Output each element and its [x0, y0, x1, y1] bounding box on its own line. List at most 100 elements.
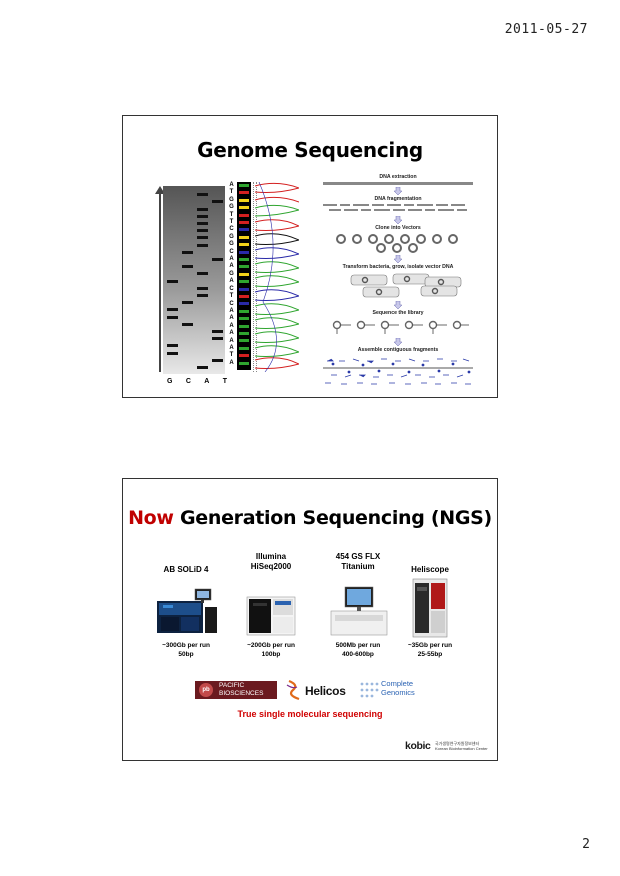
base-letter: A [229, 182, 234, 188]
platform-spec: ~200Gb per run 100bp [236, 641, 306, 659]
base-letter: T [229, 352, 234, 359]
base-letter: A [229, 337, 234, 344]
base-letter: G [229, 233, 234, 240]
platform-spec: 500Mb per run 400-600bp [323, 641, 393, 659]
gel-band [167, 279, 178, 283]
platform-throughput: ~200Gb per run [247, 642, 295, 649]
platform-spec: ~300Gb per run 50bp [151, 641, 221, 659]
read-band [239, 354, 249, 358]
page-number: 2 [582, 837, 590, 852]
read-band [239, 339, 249, 343]
base-letter: A [229, 256, 234, 263]
gsflx-instrument-image [330, 586, 388, 636]
read-band [239, 302, 249, 306]
gel-band [182, 265, 193, 269]
platform-read-length: 25-55bp [417, 651, 443, 658]
read-band [239, 206, 249, 210]
down-arrow-icon [394, 187, 402, 195]
gel-band [197, 222, 208, 225]
read-band [239, 317, 249, 321]
helicos-logo: Helicos [283, 679, 355, 701]
gel-band [182, 250, 193, 254]
base-letter: T [229, 211, 234, 218]
base-letter: A [229, 263, 234, 270]
solid-instrument-image [157, 588, 217, 633]
platform-read-length: 100bp [261, 651, 281, 658]
gel-lane-label: T [222, 378, 227, 385]
gel-band [212, 358, 223, 362]
logo-text: kobic [405, 740, 431, 752]
slide-title: Now Generation Sequencing (NGS) [123, 507, 497, 529]
platform-name-line: 454 GS FLX [335, 552, 381, 561]
read-band [239, 361, 249, 365]
read-band [239, 191, 249, 195]
base-letter: C [229, 300, 234, 307]
gel-band [167, 315, 178, 319]
read-band [239, 258, 249, 261]
read-band [239, 272, 249, 276]
sequencing-gel [163, 186, 225, 374]
down-arrow-icon [394, 301, 402, 309]
gel-band [197, 207, 208, 211]
logo-subtext-line: 국가생명연구자원정보센터 [435, 741, 480, 746]
platform-name: Heliscope [411, 565, 449, 574]
platform-spec: ~35Gb per run 25-55bp [395, 641, 465, 659]
base-letter: T [229, 293, 234, 300]
gel-band [212, 200, 223, 204]
gel-band [167, 308, 178, 312]
platform-throughput: ~35Gb per run [407, 642, 453, 649]
base-letter: G [229, 196, 234, 203]
logo-subtext: 국가생명연구자원정보센터 Korean Bioinformation Cente… [435, 741, 488, 751]
workflow-step: DNA fragmentation [374, 196, 422, 202]
read-band [239, 184, 249, 187]
base-letter: C [229, 226, 234, 233]
down-arrow-icon [394, 255, 402, 263]
platform-name: Illumina HiSeq2000 [236, 552, 306, 572]
chromatogram-trace [255, 182, 299, 372]
base-letter: G [229, 270, 234, 277]
base-letter: A [229, 278, 234, 285]
workflow-step: Clone into Vectors [375, 225, 421, 231]
read-band [239, 198, 249, 202]
dotted-guide [253, 182, 254, 372]
read-band [239, 332, 249, 335]
workflow-step: Transform bacteria, grow, isolate vector… [342, 264, 454, 270]
library-workflow: DNA extraction DNA fragmentation Clone i… [323, 174, 473, 389]
gel-lane-label: A [204, 378, 210, 385]
read-band [239, 265, 249, 269]
title-highlight: Now [128, 507, 174, 529]
hiseq-instrument-image [246, 596, 296, 636]
pacbio-badge-icon: pb [199, 683, 213, 697]
gel-band [182, 322, 193, 326]
base-letter: A [229, 330, 234, 337]
assembled-contigs [323, 358, 473, 385]
gel-lane-labels: G C A T [167, 378, 227, 385]
gel-band [167, 351, 178, 355]
dna-fragments [323, 204, 467, 211]
read-band [239, 324, 249, 328]
gel-lane-label: C [185, 378, 191, 385]
read-band [239, 280, 249, 284]
kobic-logo: kobic 국가생명연구자원정보센터 Korean Bioinformation… [405, 740, 491, 754]
gel-band [197, 272, 208, 276]
dna-strand [323, 182, 473, 185]
helicos-helix-icon [286, 679, 300, 701]
title-rest: Generation Sequencing (NGS) [173, 507, 492, 529]
read-band [239, 235, 249, 239]
workflow-step: DNA extraction [379, 174, 417, 180]
arrow-up-icon [155, 186, 165, 194]
page-date: 2011-05-27 [504, 22, 588, 37]
logo-text-line: Genomics [381, 687, 415, 697]
base-letter: A [229, 344, 234, 351]
slide-title: Genome Sequencing [197, 138, 423, 162]
sequence-read-strip [237, 182, 251, 370]
gel-band [182, 301, 193, 305]
platform-name-line: HiSeq2000 [250, 562, 292, 571]
logo-text-line: BIOSCIENCES [219, 690, 264, 697]
platform-throughput: 500Mb per run [335, 642, 381, 649]
logo-text-line: Complete [381, 679, 414, 688]
gel-band [197, 286, 208, 290]
gel-lane-label: G [167, 378, 173, 385]
logo-subtext-line: Korean Bioinformation Center [435, 746, 488, 751]
